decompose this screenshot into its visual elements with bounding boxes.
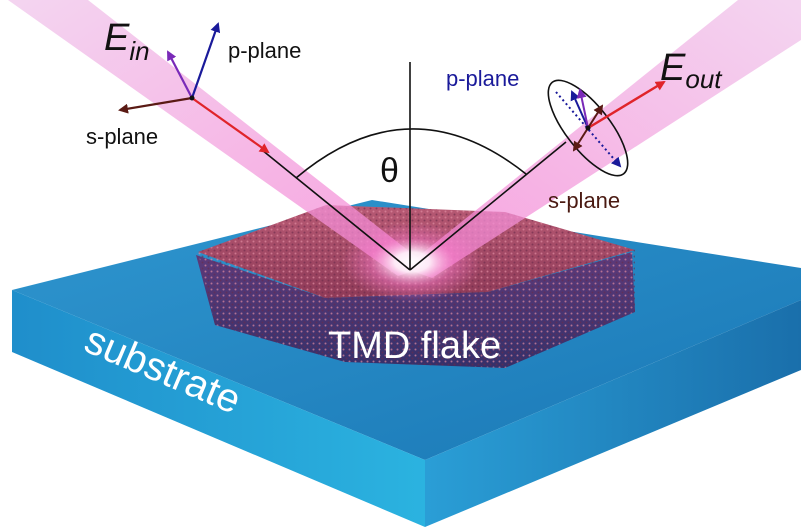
reflected-p-dotted [555,91,622,168]
p-plane-in-label: p-plane [228,38,301,63]
reflected-s-arrow-2 [572,127,589,152]
reflected-field [547,79,666,177]
flake-label: TMD flake [328,325,501,367]
reflected-beam [404,0,801,278]
incident-e-arrow [191,97,270,154]
reflected-e-arrow [587,80,666,130]
s-plane-out-label: s-plane [548,188,620,213]
e-out-label: Eout [660,47,723,94]
incident-s-arrow [118,96,193,114]
polarization-ellipse [547,79,629,177]
angle-arc [295,128,527,179]
reflected-p-arrow [570,90,589,129]
geometry-lines [261,62,567,271]
reflected-purple-arrow [576,88,589,129]
s-plane-in-label: s-plane [86,124,158,149]
beam-spot-glow [342,222,482,302]
incident-ray [261,149,411,271]
reflected-ray [409,141,567,271]
substrate-front [12,290,425,527]
incident-purple-arrow [167,50,193,99]
incident-beam [8,0,428,276]
p-plane-out-label: p-plane [446,66,519,91]
angle-label: θ [380,152,399,190]
e-in-label: Ein [104,17,150,66]
reflected-s-arrow-1 [587,104,604,129]
incident-field [118,22,270,154]
incident-p-arrow [190,22,221,99]
substrate-side [425,300,801,527]
